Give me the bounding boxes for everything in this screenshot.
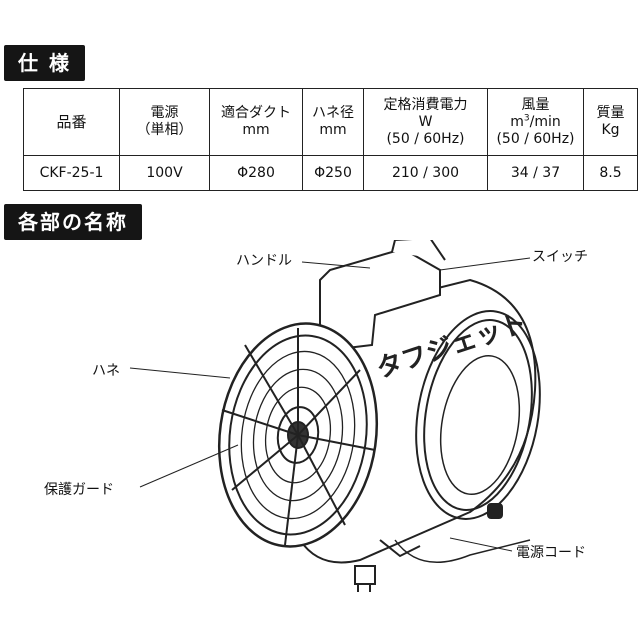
spec-data-row: CKF-25-1 100V Φ280 Φ250 210 / 300 34 / 3… [23, 155, 638, 191]
power-cord [394, 539, 531, 563]
parts-heading: 各部の名称 [4, 204, 142, 240]
cell-consumption: 210 / 300 [363, 155, 488, 191]
rear-ring [415, 310, 541, 520]
fan-diagram: タフジェット [129, 240, 541, 592]
label-blade: ハネ [92, 363, 120, 379]
label-switch: スイッチ [532, 249, 588, 265]
label-cord: 電源コード [516, 545, 586, 561]
spec-heading: 仕 様 [4, 45, 85, 81]
cell-duct: Φ280 [209, 155, 303, 191]
label-handle: ハンドル [236, 253, 292, 269]
label-guard: 保護ガード [44, 482, 114, 498]
cell-power: 100V [119, 155, 210, 191]
header-power: 電源（単相） [119, 88, 210, 156]
cell-airflow: 34 / 37 [487, 155, 584, 191]
plug-icon [354, 565, 376, 585]
cell-model: CKF-25-1 [23, 155, 120, 191]
cell-blade: Φ250 [302, 155, 364, 191]
cell-weight: 8.5 [583, 155, 638, 191]
header-model: 品番 [23, 88, 120, 156]
